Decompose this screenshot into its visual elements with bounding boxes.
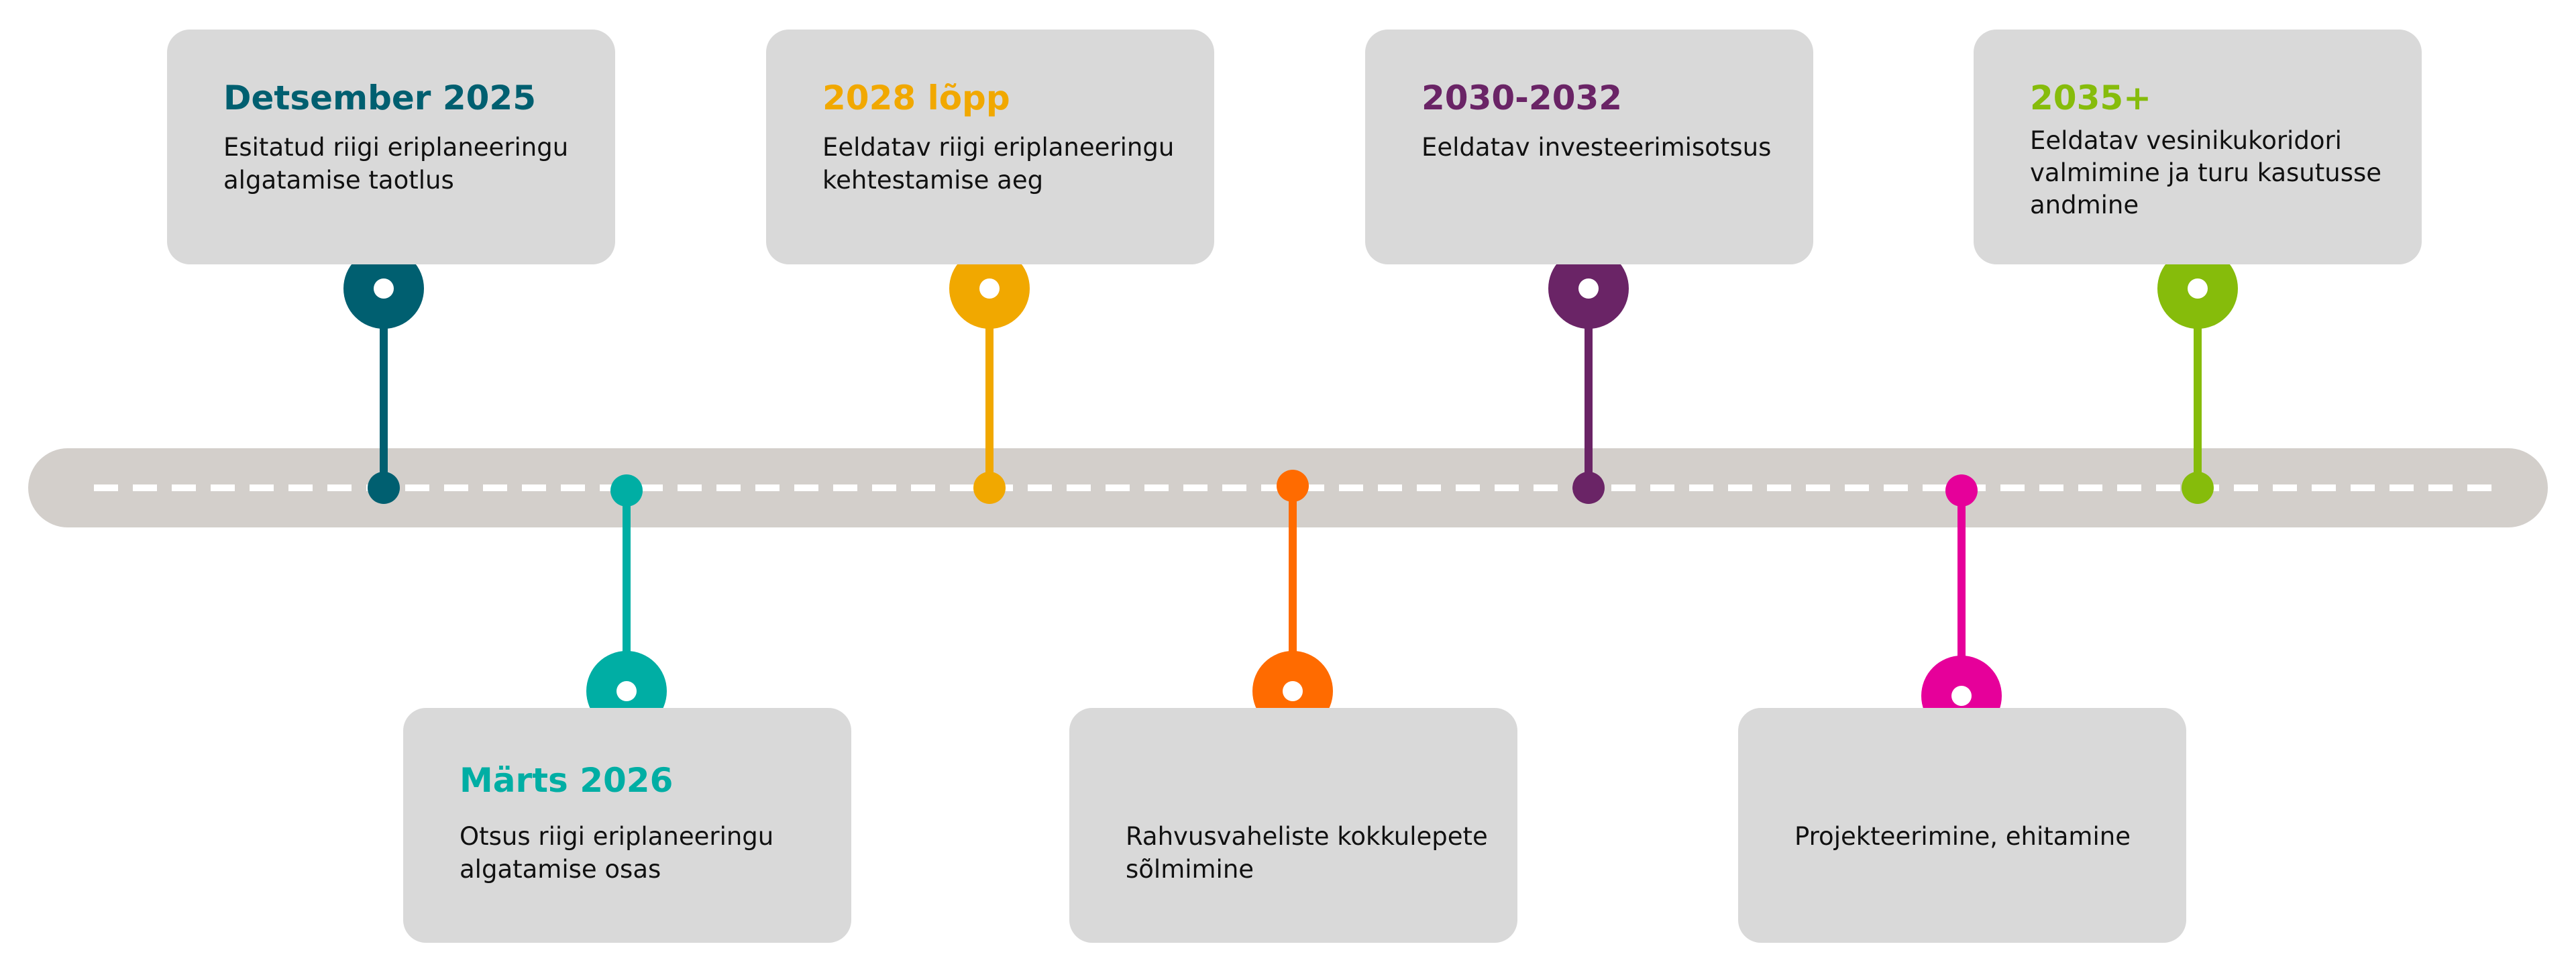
timeline-dot (1945, 474, 1978, 507)
milestone-text: Rahvusvaheliste kokkulepete sõlmimine (1126, 822, 1488, 884)
marker-center (1578, 278, 1599, 299)
milestone-text: Projekteerimine, ehitamine (1794, 822, 2131, 851)
milestone-card-3: Rahvusvaheliste kokkulepete sõlmimine (1069, 708, 1517, 943)
milestone-text: Eeldatav riigi eriplaneeringu kehtestami… (822, 133, 1175, 195)
milestone-text: Eeldatav vesinikukoridori valmimine ja t… (2030, 126, 2382, 220)
milestone-title: 2030-2032 (1421, 79, 1623, 117)
marker-center (1951, 686, 1972, 706)
milestone-marker-6 (2157, 248, 2238, 504)
marker-center (979, 278, 1000, 299)
milestone-card-5: Projekteerimine, ehitamine (1738, 708, 2186, 943)
milestone-title: 2035+ (2030, 79, 2152, 117)
milestone-title: 2028 lõpp (822, 79, 1010, 117)
milestone-card-0: Detsember 2025 Esitatud riigi eriplaneer… (167, 30, 615, 264)
milestone-card-6: 2035+ Eeldatav vesinikukoridori valmimin… (1974, 30, 2422, 264)
milestone-title: Detsember 2025 (223, 79, 537, 117)
milestone-card-4: 2030-2032 Eeldatav investeerimisotsus (1365, 30, 1813, 264)
milestone-marker-0 (343, 248, 424, 504)
milestone-title: Märts 2026 (460, 761, 674, 800)
timeline-dot (973, 472, 1006, 504)
timeline-dot (1572, 472, 1605, 504)
marker-center (2188, 278, 2208, 299)
milestone-text: Esitatud riigi eriplaneeringu algatamise… (223, 133, 569, 195)
milestone-text: Eeldatav investeerimisotsus (1421, 133, 1772, 162)
milestone-card-2: 2028 lõpp Eeldatav riigi eriplaneeringu … (766, 30, 1214, 264)
milestone-text: Otsus riigi eriplaneeringu algatamise os… (460, 822, 774, 884)
timeline-dot (610, 474, 643, 507)
marker-center (1283, 681, 1303, 701)
timeline-dot (368, 472, 400, 504)
marker-center (374, 278, 394, 299)
milestone-marker-4 (1548, 248, 1629, 504)
milestone-marker-2 (949, 248, 1030, 504)
timeline-dot (2182, 472, 2214, 504)
marker-center (616, 681, 637, 701)
milestone-card-1: Märts 2026 Otsus riigi eriplaneeringu al… (403, 708, 851, 943)
timeline-dot (1277, 470, 1309, 502)
